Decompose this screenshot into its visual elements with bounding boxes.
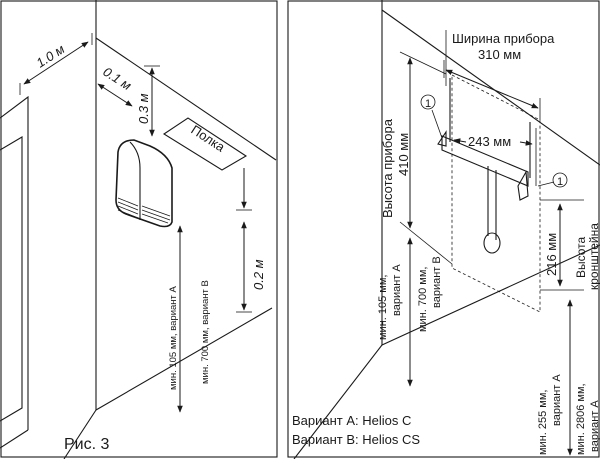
floor-edge-right bbox=[293, 344, 383, 459]
figure-3: 1.0 м 0.1 м 0.3 м Полка 0.2 м bbox=[0, 0, 278, 459]
bracket-height-label-2: кронштейна bbox=[587, 223, 600, 290]
height-value: 410 мм bbox=[396, 133, 411, 176]
callout-1-top: 1 bbox=[420, 94, 443, 139]
floor-a-1: мин. 255 мм, bbox=[537, 390, 549, 455]
height-label: Высота прибора bbox=[380, 118, 395, 218]
dim-label-02m: 0.2 м bbox=[251, 259, 266, 290]
left-wall-base bbox=[0, 429, 29, 449]
callout-1-right: 1 bbox=[537, 172, 568, 188]
room-corner bbox=[95, 0, 273, 411]
svg-text:1: 1 bbox=[425, 98, 431, 110]
device-outline bbox=[451, 74, 541, 313]
left-min-b-2: вариант В bbox=[431, 256, 443, 308]
floor-edge bbox=[63, 409, 97, 459]
left-min-b-1: мин. 700 мм, bbox=[417, 267, 429, 332]
variant-a-label: Вариант А: Helios C bbox=[292, 413, 411, 428]
width-label: Ширина прибора bbox=[452, 31, 555, 46]
dim-arrow-1m bbox=[23, 41, 89, 85]
figure-3-caption: Рис. 3 bbox=[64, 436, 110, 453]
width-value: 310 мм bbox=[478, 47, 521, 62]
left-min-a-1: мин. 105 мм, bbox=[377, 275, 389, 340]
min-a-label: мин. 105 мм, вариант А bbox=[168, 285, 179, 390]
left-wall-frame bbox=[0, 95, 29, 430]
figure-4-frame bbox=[287, 0, 600, 458]
figure-3-frame bbox=[0, 0, 278, 458]
heater-unit bbox=[115, 139, 173, 228]
wall-bracket bbox=[437, 78, 537, 254]
dim-arrow-width bbox=[445, 69, 539, 109]
dim-arrow-01m bbox=[97, 83, 133, 107]
min-b-label: мин. 700 мм, вариант В bbox=[200, 280, 211, 384]
wall-ceiling-edge bbox=[95, 37, 277, 161]
left-wall-panel bbox=[0, 136, 23, 422]
variant-b-label: Вариант В: Helios CS bbox=[292, 432, 420, 447]
bracket-height-label-1: Высота bbox=[574, 236, 588, 278]
dim-label-03m: 0.3 м bbox=[136, 93, 151, 124]
shelf bbox=[162, 117, 248, 171]
svg-text:1: 1 bbox=[557, 176, 563, 188]
bracket-height-value: 216 мм bbox=[544, 233, 559, 276]
figure-4: Ширина прибора 310 мм 243 мм Высота приб… bbox=[287, 0, 600, 459]
floor-a-2: вариант А bbox=[551, 374, 563, 426]
shelf-label: Полка bbox=[188, 122, 228, 155]
floor-b-2: вариант А bbox=[589, 400, 600, 452]
left-min-a-2: вариант А bbox=[391, 264, 403, 316]
floor-b-1: мин. 2806 мм, bbox=[575, 383, 587, 455]
bracket-span-label: 243 мм bbox=[468, 134, 511, 149]
